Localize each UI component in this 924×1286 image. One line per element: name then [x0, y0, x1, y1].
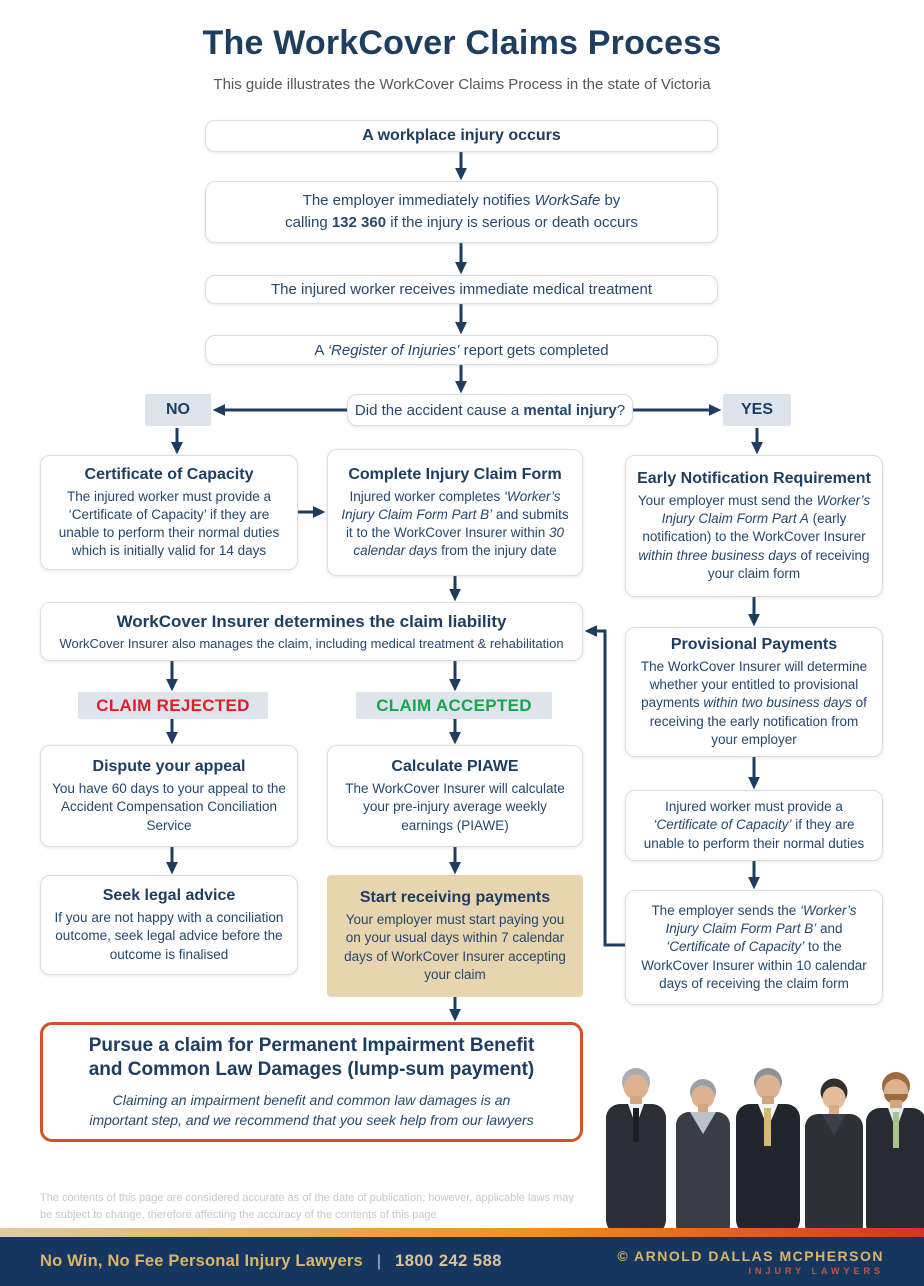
- lawyers-photo: [606, 1068, 924, 1228]
- step-notify-label: The employer immediately notifies WorkSa…: [285, 192, 638, 231]
- payments-body: Your employer must start paying you on y…: [344, 912, 566, 982]
- claim-form-title: Complete Injury Claim Form: [348, 465, 562, 483]
- page-title: The WorkCover Claims Process: [202, 24, 722, 62]
- footer-bar: No Win, No Fee Personal Injury Lawyers |…: [0, 1237, 924, 1286]
- page-subtitle: This guide illustrates the WorkCover Cla…: [213, 76, 711, 93]
- footer-brand-sub: INJURY LAWYERS: [748, 1265, 884, 1276]
- lawyer-figure: [676, 1079, 730, 1228]
- certificate-title: Certificate of Capacity: [84, 465, 254, 483]
- seek-advice-box: Seek legal advice If you are not happy w…: [40, 875, 298, 975]
- lawyer-figure: [606, 1068, 666, 1228]
- certificate-body: The injured worker must provide a ‘Certi…: [58, 488, 280, 559]
- dispute-body: You have 60 days to your appeal to the A…: [52, 781, 286, 833]
- piawe-body: The WorkCover Insurer will calculate you…: [345, 781, 565, 833]
- provisional-box: Provisional Payments The WorkCover Insur…: [625, 627, 883, 757]
- capacity-note-body: Injured worker must provide a ‘Certifica…: [643, 799, 865, 851]
- accent-stripe: [0, 1228, 924, 1237]
- pursue-box: Pursue a claim for Permanent Impairment …: [40, 1022, 583, 1142]
- claim-rejected-badge: CLAIM REJECTED: [78, 692, 268, 719]
- pursue-body: Claiming an impairment benefit and commo…: [89, 1092, 534, 1128]
- footer-phone: 1800 242 588: [395, 1252, 502, 1270]
- dispute-box: Dispute your appeal You have 60 days to …: [40, 745, 298, 847]
- employer-sends-body: The employer sends the ‘Worker’s Injury …: [641, 903, 867, 991]
- lawyer-figure: [805, 1078, 863, 1228]
- claim-form-box: Complete Injury Claim Form Injured worke…: [327, 449, 583, 576]
- yes-badge: YES: [723, 394, 791, 426]
- step-register-label: A ‘Register of Injuries’ report gets com…: [314, 341, 609, 359]
- piawe-box: Calculate PIAWE The WorkCover Insurer wi…: [327, 745, 583, 847]
- certificate-box: Certificate of Capacity The injured work…: [40, 455, 298, 570]
- step-treatment-label: The injured worker receives immediate me…: [271, 281, 652, 298]
- determines-title: WorkCover Insurer determines the claim l…: [116, 611, 507, 631]
- disclaimer-text: The contents of this page are considered…: [40, 1192, 574, 1222]
- determines-box: WorkCover Insurer determines the claim l…: [40, 602, 583, 661]
- provisional-title: Provisional Payments: [670, 636, 838, 654]
- claim-accepted-badge: CLAIM ACCEPTED: [356, 692, 552, 719]
- payments-title: Start receiving payments: [359, 889, 551, 907]
- claim-form-body: Injured worker completes ‘Worker’s Injur…: [341, 488, 569, 559]
- piawe-title: Calculate PIAWE: [391, 758, 519, 776]
- employer-sends-box: The employer sends the ‘Worker’s Injury …: [625, 890, 883, 1005]
- lawyer-figure: [736, 1068, 800, 1228]
- seek-advice-title: Seek legal advice: [102, 887, 236, 905]
- footer-left: No Win, No Fee Personal Injury Lawyers |…: [40, 1252, 502, 1271]
- early-notification-box: Early Notification Requirement Your empl…: [625, 455, 883, 597]
- step-injury-label: A workplace injury occurs: [362, 127, 561, 144]
- provisional-body: The WorkCover Insurer will determine whe…: [640, 659, 868, 747]
- capacity-note-box: Injured worker must provide a ‘Certifica…: [625, 790, 883, 861]
- footer-tagline: No Win, No Fee Personal Injury Lawyers: [40, 1252, 363, 1270]
- early-notification-body: Your employer must send the Worker’s Inj…: [637, 493, 871, 581]
- decision-box: Did the accident cause a mental injury?: [347, 394, 633, 426]
- step-register-box: A ‘Register of Injuries’ report gets com…: [205, 335, 718, 365]
- pursue-title: Pursue a claim for Permanent Impairment …: [88, 1034, 535, 1081]
- step-notify-box: The employer immediately notifies WorkSa…: [205, 181, 718, 243]
- step-injury-box: A workplace injury occurs: [205, 120, 718, 152]
- early-notification-title: Early Notification Requirement: [637, 470, 871, 488]
- footer-brand: © ARNOLD DALLAS MCPHERSON: [617, 1247, 884, 1264]
- decision-question: Did the accident cause a mental injury?: [354, 401, 626, 419]
- footer-separator: |: [376, 1252, 382, 1270]
- lawyer-figure: [866, 1072, 924, 1228]
- no-badge: NO: [145, 394, 211, 426]
- dispute-title: Dispute your appeal: [92, 758, 246, 776]
- step-treatment-box: The injured worker receives immediate me…: [205, 275, 718, 304]
- seek-advice-body: If you are not happy with a conciliation…: [54, 910, 284, 962]
- determines-body: WorkCover Insurer also manages the claim…: [59, 635, 564, 651]
- payments-box: Start receiving payments Your employer m…: [327, 875, 583, 997]
- footer-right: © ARNOLD DALLAS MCPHERSON INJURY LAWYERS: [617, 1248, 884, 1276]
